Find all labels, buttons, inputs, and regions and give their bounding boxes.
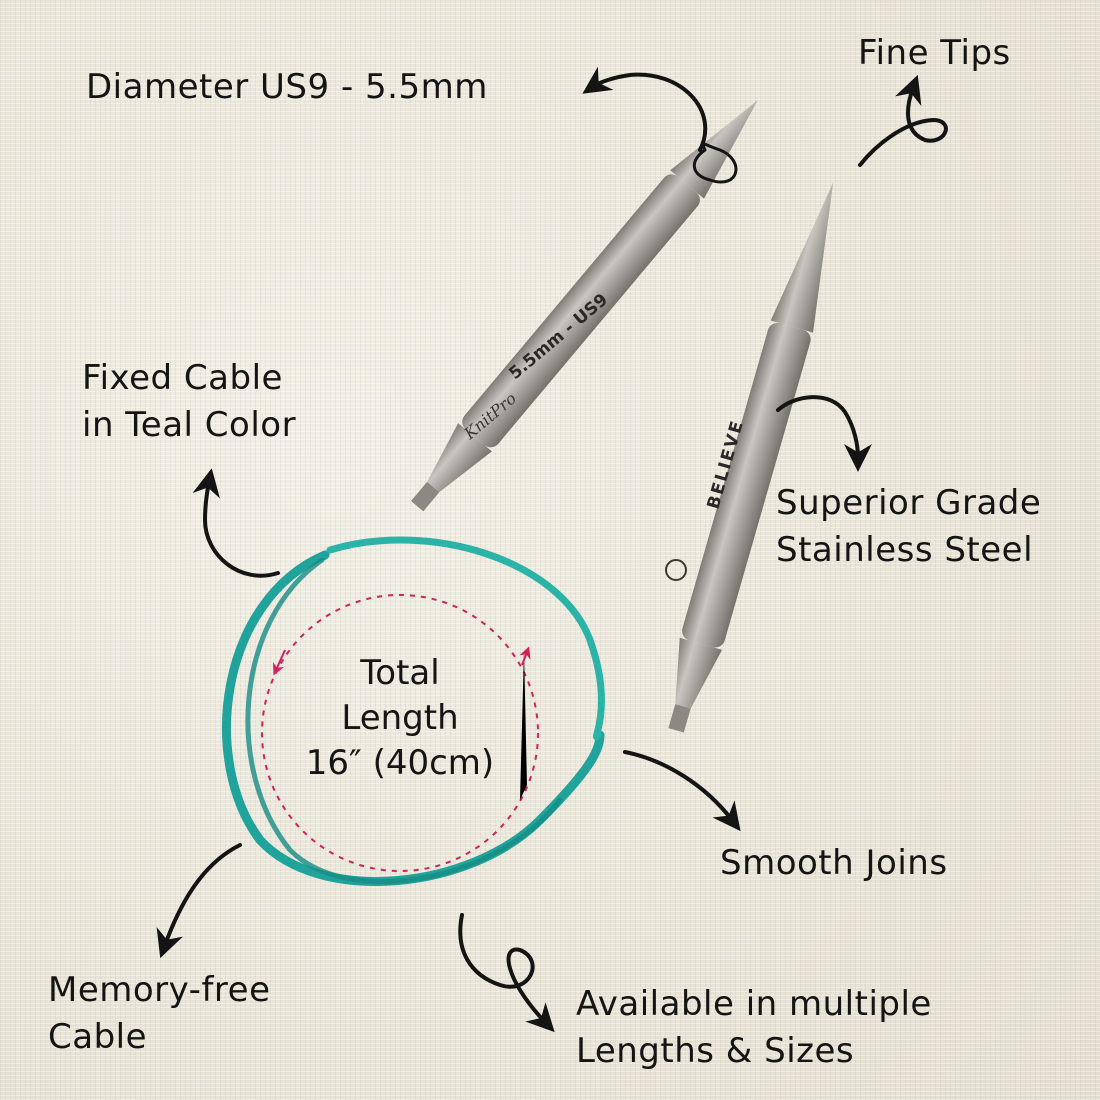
- label-diameter: Diameter US9 - 5.5mm: [86, 67, 488, 107]
- label-superior-line1: Superior Grade: [776, 483, 1042, 523]
- label-memory-line1: Memory-free: [48, 970, 271, 1010]
- arrow-fine-tips: [858, 74, 948, 167]
- label-superior-grade: Superior Grade Stainless Steel: [776, 480, 1041, 574]
- needle-right: [668, 182, 834, 733]
- needle-logo-emblem: [665, 559, 687, 581]
- arrow-superior: [776, 395, 872, 472]
- label-total-line3: 16″ (40cm): [305, 743, 495, 783]
- label-total-line1: Total: [360, 653, 440, 693]
- arrow-memory-free: [156, 843, 242, 959]
- label-fixed-cable-line2: in Teal Color: [82, 405, 297, 445]
- arrow-smooth-joins: [623, 750, 741, 832]
- label-available: Available in multiple Lengths & Sizes: [576, 981, 932, 1075]
- label-available-line2: Lengths & Sizes: [576, 1031, 855, 1071]
- label-total-length: Total Length 16″ (40cm): [270, 651, 530, 786]
- label-total-line2: Length: [341, 698, 459, 738]
- arrow-diameter: [582, 66, 708, 152]
- label-smooth-joins: Smooth Joins: [720, 843, 948, 883]
- teal-cable: [222, 536, 605, 886]
- label-fixed-cable: Fixed Cable in Teal Color: [82, 355, 296, 449]
- label-superior-line2: Stainless Steel: [776, 530, 1034, 570]
- label-memory-free: Memory-free Cable: [48, 967, 270, 1061]
- annotation-arrows: [156, 66, 948, 1033]
- label-memory-line2: Cable: [48, 1017, 148, 1057]
- arrow-diameter-loop: [692, 142, 738, 184]
- length-indicator: [261, 594, 539, 872]
- label-available-line1: Available in multiple: [576, 984, 932, 1024]
- arrow-fixed-cable: [192, 468, 280, 578]
- label-fixed-cable-line1: Fixed Cable: [82, 358, 283, 398]
- label-fine-tips: Fine Tips: [858, 33, 1011, 73]
- arrow-available: [458, 913, 555, 1033]
